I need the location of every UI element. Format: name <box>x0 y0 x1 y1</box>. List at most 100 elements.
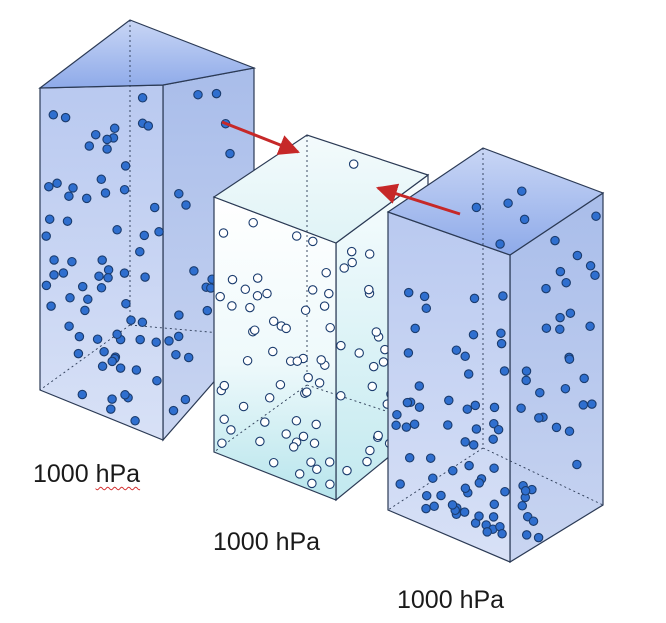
air-particle <box>339 263 349 273</box>
air-particle <box>60 112 71 123</box>
pressure-value-right: 1000 <box>397 586 453 614</box>
air-particle <box>262 288 272 299</box>
air-particle <box>181 200 191 210</box>
pressure-label-middle: 1000 hPa <box>213 528 320 557</box>
air-particle <box>143 121 154 131</box>
air-particle <box>252 291 263 301</box>
air-particle <box>260 417 270 427</box>
air-particle <box>225 148 235 159</box>
air-particle <box>496 328 506 338</box>
air-particle <box>521 375 531 386</box>
air-particle <box>324 288 334 299</box>
air-particle <box>41 231 51 241</box>
air-particle <box>298 431 309 442</box>
air-particle <box>193 89 203 100</box>
air-particle <box>421 490 432 501</box>
air-particle <box>294 469 305 479</box>
air-particle <box>73 348 84 359</box>
air-particle <box>448 465 458 476</box>
air-particle <box>403 348 414 358</box>
air-particle <box>49 255 59 265</box>
air-particle <box>292 356 303 366</box>
air-particle <box>314 378 325 388</box>
air-particle <box>48 110 59 120</box>
air-particle <box>471 202 482 213</box>
air-particle <box>482 527 492 537</box>
air-particle <box>347 257 357 268</box>
air-particle <box>561 277 571 288</box>
air-particle <box>49 270 59 280</box>
air-particle <box>245 302 255 313</box>
pressure-label-right: 1000 hPa <box>397 586 504 615</box>
air-particle <box>534 413 544 423</box>
air-particle <box>58 268 69 278</box>
air-particle <box>211 88 222 99</box>
arrow-left-to-middle <box>221 120 300 155</box>
air-particle <box>149 202 160 213</box>
air-particle <box>499 366 510 376</box>
air-particle <box>425 453 436 463</box>
air-particle <box>590 270 600 281</box>
air-particle <box>460 351 470 362</box>
pressure-label-left: 1000 hPa <box>33 460 140 489</box>
air-particle <box>585 261 596 271</box>
pressure-unit-right: hPa <box>459 586 505 614</box>
air-particle <box>264 393 275 403</box>
air-particle <box>591 211 601 221</box>
air-particle <box>368 361 379 372</box>
pressure-unit-left: hPa <box>95 460 141 488</box>
air-particle <box>219 380 230 391</box>
air-particle <box>316 355 326 365</box>
air-particle <box>107 356 117 367</box>
air-particle <box>555 266 566 277</box>
air-particle <box>215 291 225 302</box>
air-particle <box>115 363 126 373</box>
air-particle <box>564 354 575 364</box>
air-particle <box>227 274 238 285</box>
air-particle <box>106 404 116 414</box>
air-particle <box>474 478 485 488</box>
air-particle <box>421 303 432 314</box>
air-particle <box>68 183 78 193</box>
air-particle <box>414 402 425 412</box>
air-particle <box>268 457 279 468</box>
air-particle <box>135 334 145 345</box>
air-particle <box>99 346 109 357</box>
air-particle <box>103 265 114 275</box>
air-particle <box>306 457 316 467</box>
air-particle <box>80 305 90 316</box>
air-particle <box>83 294 93 305</box>
air-particle <box>541 323 552 333</box>
air-particle <box>364 284 374 295</box>
air-particle <box>519 214 530 225</box>
air-particle <box>64 191 74 201</box>
air-particle <box>533 532 544 543</box>
air-particle <box>174 188 184 199</box>
air-particle <box>67 256 77 267</box>
air-particle <box>572 459 582 470</box>
air-particle <box>395 479 405 489</box>
air-particle <box>469 293 480 304</box>
air-particle <box>102 134 112 145</box>
air-particle <box>218 228 229 238</box>
air-particle <box>319 301 330 311</box>
air-particle <box>463 369 474 379</box>
air-particle <box>404 453 415 463</box>
air-particle <box>164 336 174 346</box>
air-particle <box>140 272 150 282</box>
air-particle <box>551 422 562 433</box>
air-particle <box>44 214 55 224</box>
air-particle <box>410 323 420 334</box>
left-column-top-face <box>38 19 257 89</box>
air-particle <box>226 425 236 435</box>
air-particle <box>103 273 113 283</box>
right-column-particles <box>391 186 601 543</box>
air-particle <box>131 365 142 375</box>
air-particle <box>520 486 531 496</box>
air-particle <box>126 315 136 325</box>
air-particle <box>227 301 237 311</box>
air-particle <box>275 379 286 390</box>
air-particle <box>268 346 278 357</box>
air-particle <box>74 331 85 342</box>
air-particle <box>464 460 474 471</box>
